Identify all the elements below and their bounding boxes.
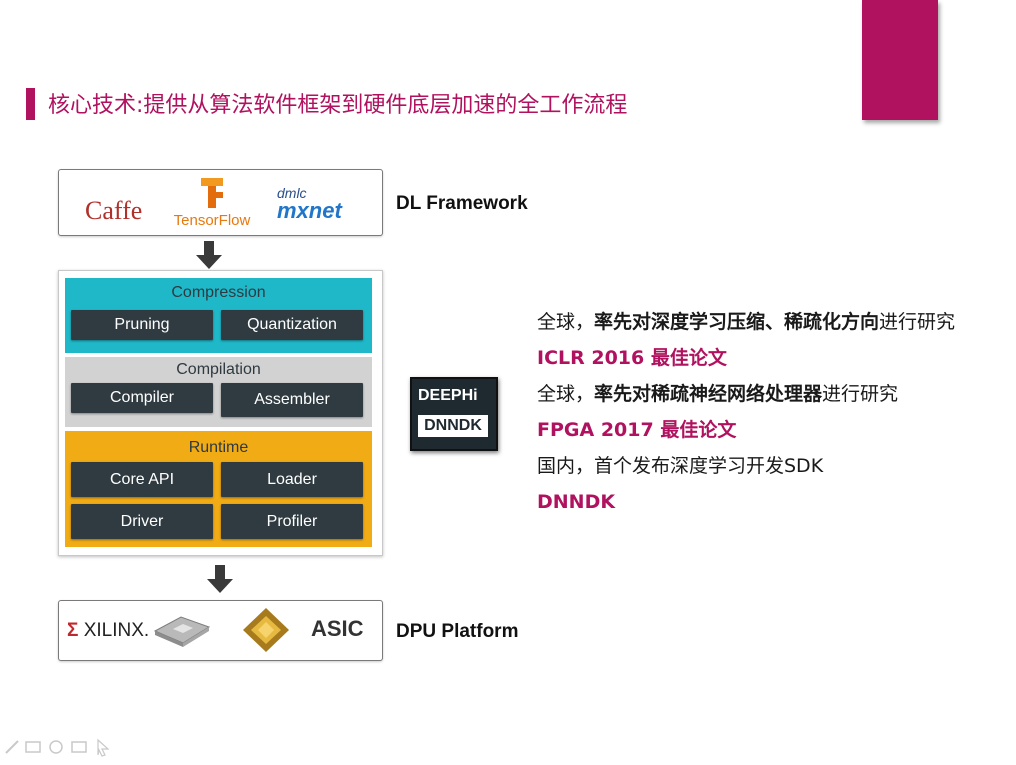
driver-chip: Driver: [71, 504, 213, 539]
achievement-line-6: DNNDK: [537, 491, 616, 513]
deephi-text: DEEPHi: [418, 387, 478, 404]
xilinx-mark-icon: Σ: [67, 620, 79, 641]
compilation-title: Compilation: [176, 361, 261, 378]
fpga-chip-icon: [153, 616, 211, 647]
mxnet-text: mxnet: [277, 198, 342, 223]
achievement-line-4: FPGA 2017 最佳论文: [537, 419, 737, 441]
software-stack: Compression Pruning Quantization Compila…: [58, 270, 383, 556]
compilation-layer: Compilation Compiler Assembler: [65, 357, 372, 427]
pointer-icon[interactable]: [97, 738, 110, 757]
framework-box: Caffe TensorFlow dmlc mxnet: [58, 169, 383, 236]
deephi-dnndk-logo: DEEPHi DNNDK: [410, 377, 498, 451]
tensorflow-logo: TensorFlow: [167, 174, 257, 230]
profiler-chip: Profiler: [221, 504, 363, 539]
line1-suffix: 进行研究: [879, 311, 956, 333]
line1-prefix: 全球，: [537, 311, 595, 333]
slides-icon[interactable]: [25, 741, 41, 753]
xilinx-text: XILINX.: [83, 620, 150, 641]
pen-icon[interactable]: [5, 740, 19, 754]
achievement-line-2: ICLR 2016 最佳论文: [537, 347, 727, 369]
achievement-line-3: 全球，率先对稀疏神经网络处理器进行研究: [537, 380, 1007, 416]
compiler-chip: Compiler: [71, 383, 213, 413]
achievement-line-5: 国内，首个发布深度学习开发SDK: [537, 455, 824, 477]
line3-bold: 率先对稀疏神经网络处理器: [594, 383, 823, 405]
achievements-list: 全球，率先对深度学习压缩、稀疏化方向进行研究 ICLR 2016 最佳论文 全球…: [537, 308, 1007, 524]
compression-title: Compression: [171, 284, 266, 301]
mxnet-logo: dmlc mxnet: [277, 186, 367, 222]
line3-prefix: 全球，: [537, 383, 595, 405]
down-arrow-icon: [207, 565, 233, 593]
assembler-chip: Assembler: [221, 383, 363, 417]
platform-box: Σ XILINX. ASIC: [58, 600, 383, 661]
pruning-chip: Pruning: [71, 310, 213, 340]
compression-layer: Compression Pruning Quantization: [65, 278, 372, 353]
title-accent-bar: [26, 88, 35, 120]
runtime-title: Runtime: [188, 439, 249, 456]
menu-icon[interactable]: [71, 741, 87, 753]
xilinx-logo: Σ XILINX.: [67, 620, 149, 642]
caffe-logo: Caffe: [85, 196, 143, 225]
line3-suffix: 进行研究: [822, 383, 899, 405]
dnndk-text: DNNDK: [418, 415, 488, 437]
core-api-chip: Core API: [71, 462, 213, 497]
zoom-icon[interactable]: [49, 740, 63, 754]
runtime-layer: Runtime Core API Loader Driver Profiler: [65, 431, 372, 547]
slideshow-toolbar: [5, 738, 110, 757]
quantization-chip: Quantization: [221, 310, 363, 340]
slide-title: 核心技术:提供从算法软件框架到硬件底层加速的全工作流程: [48, 93, 628, 118]
corner-accent-tab: [862, 0, 938, 120]
tensorflow-text: TensorFlow: [173, 212, 251, 229]
asic-chip-icon: [243, 608, 289, 652]
loader-chip: Loader: [221, 462, 363, 497]
achievement-line-1: 全球，率先对深度学习压缩、稀疏化方向进行研究: [537, 308, 1007, 344]
dpu-platform-label: DPU Platform: [396, 621, 519, 642]
dl-framework-label: DL Framework: [396, 193, 528, 214]
asic-text: ASIC: [311, 616, 364, 641]
mxnet-dmlc-text: dmlc: [277, 185, 307, 201]
tensorflow-icon: [201, 178, 223, 208]
down-arrow-icon: [196, 241, 222, 269]
line1-bold: 率先对深度学习压缩、稀疏化方向: [594, 311, 880, 333]
